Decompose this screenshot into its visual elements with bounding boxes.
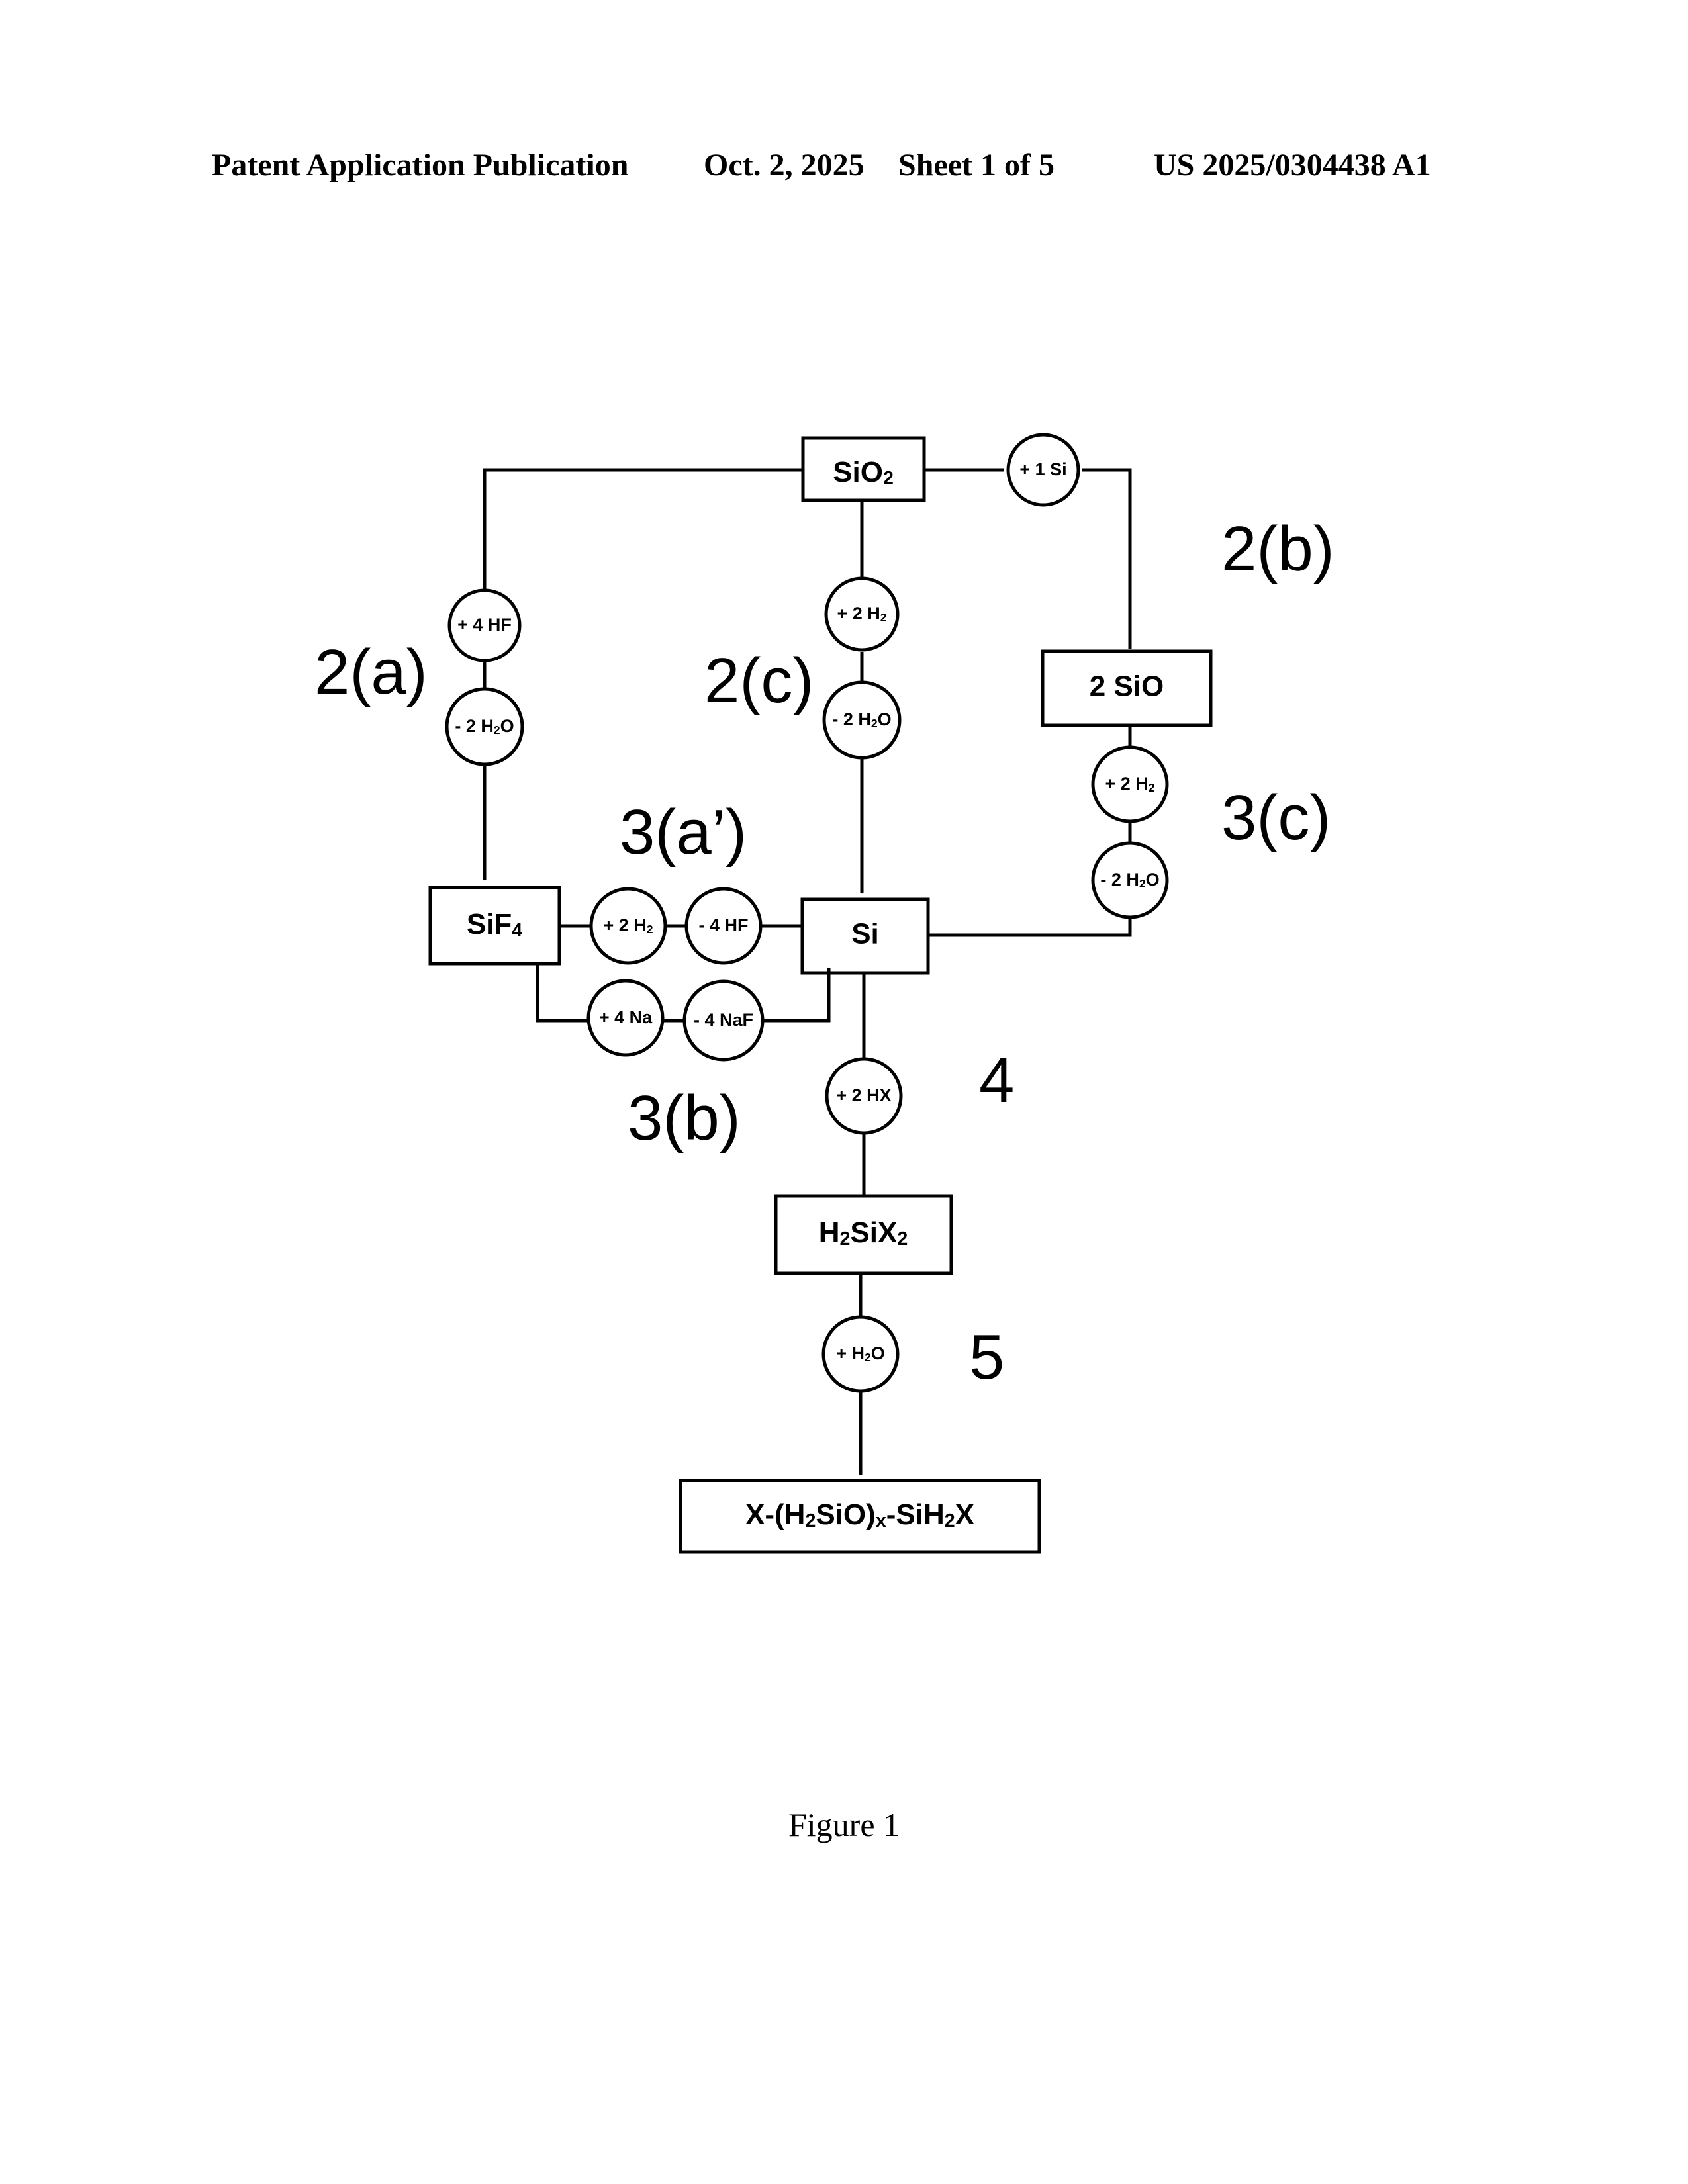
- circle-plus-2h2-3a-label: + 2 H2: [603, 915, 653, 936]
- box-si-label: Si: [851, 918, 879, 950]
- circle-minus-2h2o-3c-label: - 2 H2O: [1100, 870, 1159, 890]
- box-product-label: X-(H2SiO)x-SiH2X: [745, 1498, 974, 1531]
- step-label-2c: 2(c): [704, 645, 814, 716]
- circle-minus-4hf-label: - 4 HF: [698, 915, 748, 935]
- box-sif4-label: SiF4: [467, 908, 522, 941]
- step-label-3c: 3(c): [1221, 782, 1331, 853]
- arrow-to-sio: [1082, 470, 1130, 649]
- circle-minus-2h2o-2c-label: - 2 H2O: [832, 709, 891, 730]
- step-label-2b: 2(b): [1221, 514, 1335, 584]
- step-label-3a-prime: 3(a’): [620, 797, 747, 868]
- circle-plus-2hx-label: + 2 HX: [836, 1085, 891, 1105]
- circle-plus-2h2-2c-label: + 2 H2: [837, 604, 886, 624]
- step-label-4: 4: [979, 1045, 1014, 1116]
- step-label-3b: 3(b): [628, 1083, 741, 1154]
- box-sio2-label: SiO2: [833, 456, 894, 489]
- figure-caption: Figure 1: [0, 1805, 1688, 1844]
- connector-sio2-to-sif4: [485, 470, 803, 592]
- step-label-2a: 2(a): [314, 637, 428, 707]
- circle-plus-1si-label: + 1 Si: [1019, 459, 1066, 479]
- box-sio-label: 2 SiO: [1090, 670, 1164, 703]
- circle-plus-h2o-label: + H2O: [836, 1343, 885, 1364]
- circle-plus-4na-label: + 4 Na: [599, 1007, 653, 1027]
- circle-minus-2h2o-2a-label: - 2 H2O: [455, 716, 514, 737]
- arrow-to-si-right: [928, 917, 1130, 935]
- circle-minus-4naf-label: - 4 NaF: [694, 1010, 753, 1030]
- connector-sif4-to-4na: [538, 964, 588, 1021]
- step-label-5: 5: [969, 1322, 1004, 1392]
- circle-plus-2h2-3c-label: + 2 H2: [1105, 774, 1154, 794]
- arrow-to-si-bottom: [763, 968, 829, 1021]
- circle-plus-4hf-label: + 4 HF: [457, 615, 512, 635]
- box-h2six2-label: H2SiX2: [819, 1216, 908, 1250]
